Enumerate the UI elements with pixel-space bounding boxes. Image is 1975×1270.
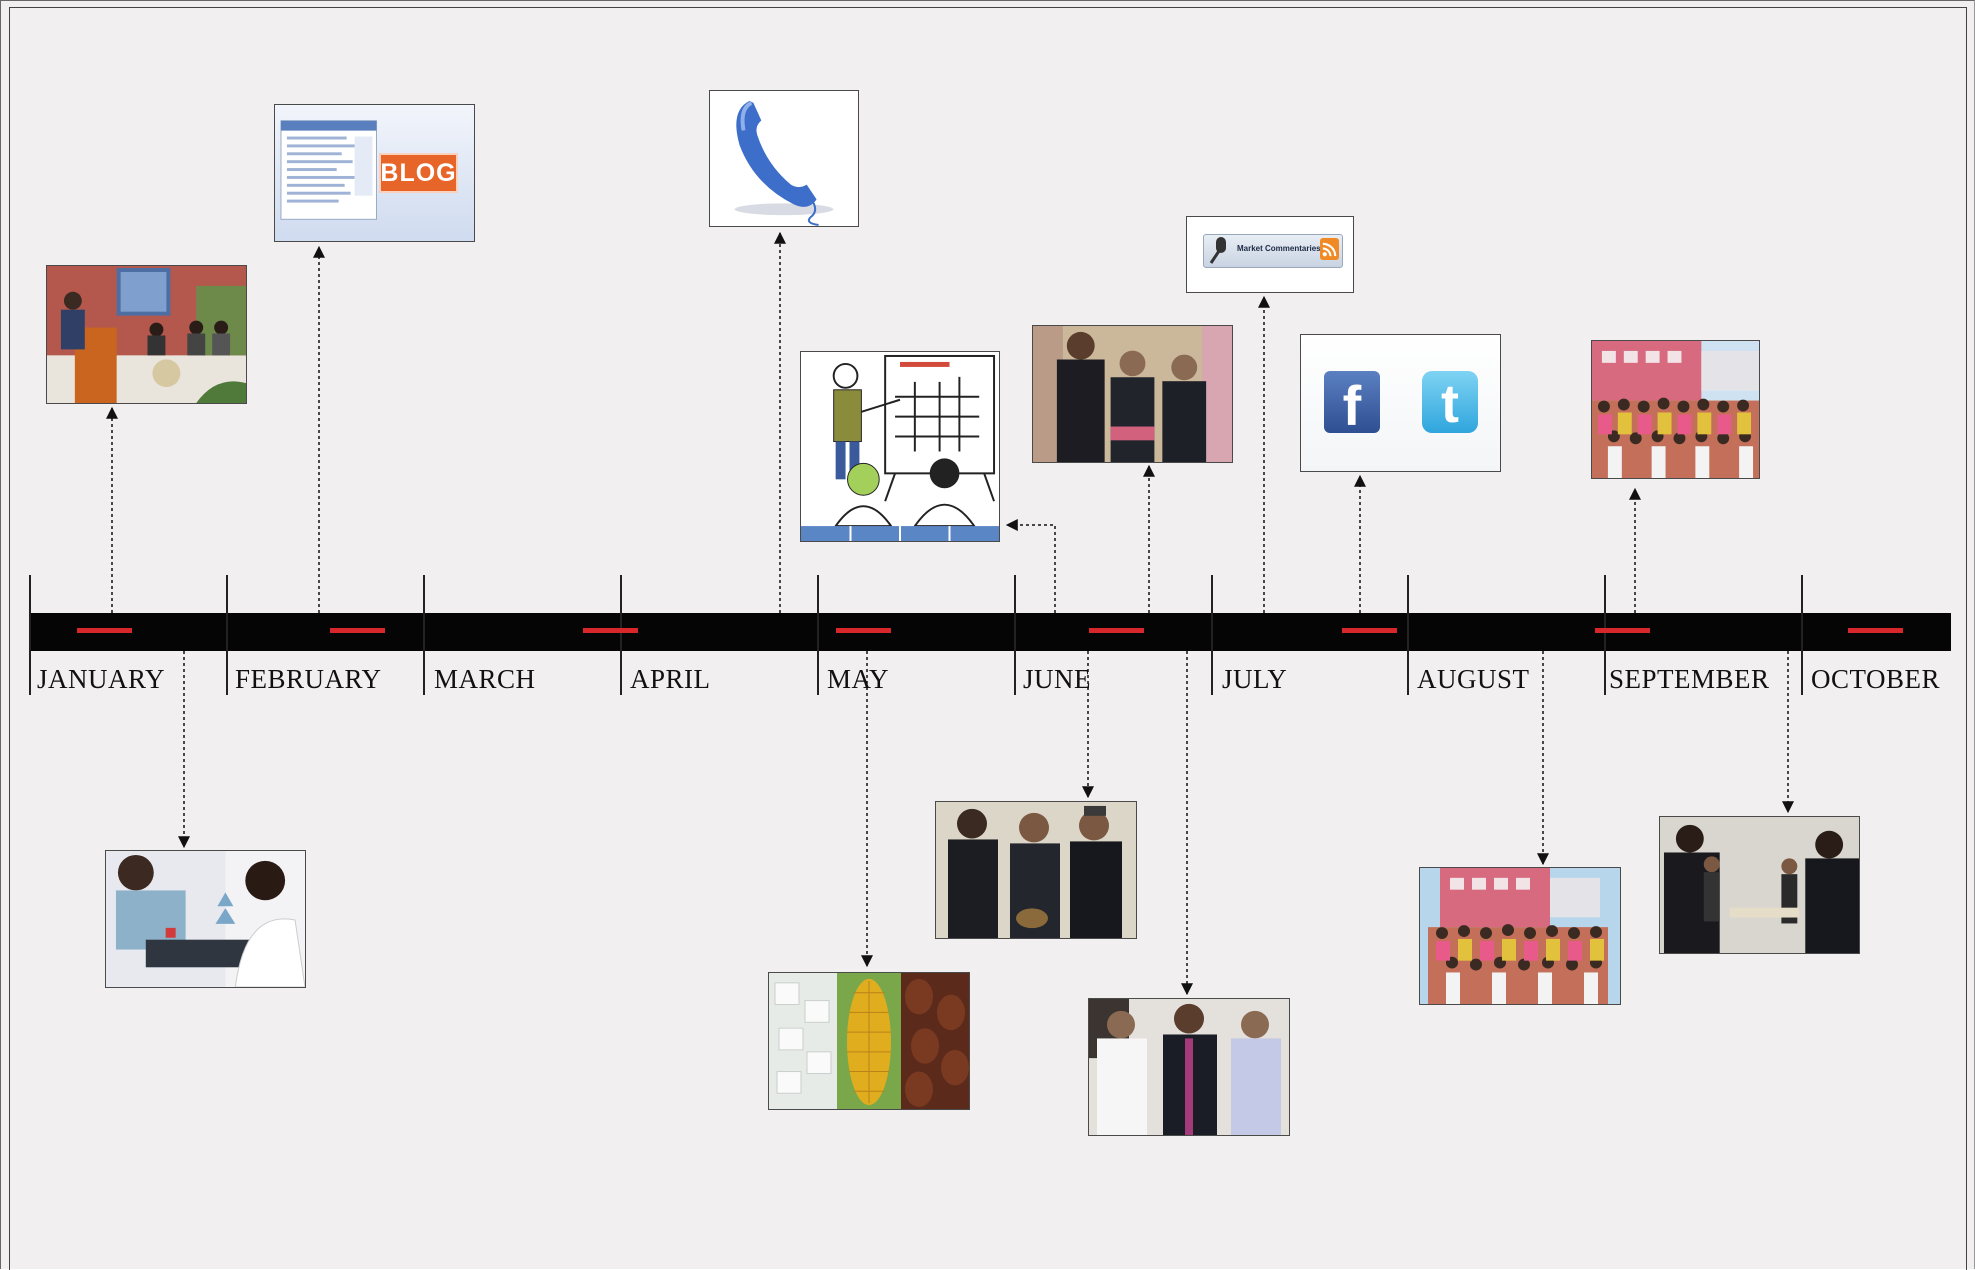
- month-marker: [77, 628, 132, 633]
- month-marker: [836, 628, 891, 633]
- month-label-february: FEBRUARY: [235, 664, 382, 694]
- award-photo-june: [1032, 325, 1233, 463]
- timeline-bar: [29, 613, 1951, 651]
- month-divider: [817, 575, 819, 695]
- month-label-october: OCTOBER: [1811, 664, 1941, 694]
- month-marker: [1848, 628, 1903, 633]
- month-marker: [1089, 628, 1144, 633]
- phone-thumbnail: [709, 90, 859, 227]
- month-divider: [1604, 575, 1606, 695]
- month-divider: [423, 575, 425, 695]
- officials-photo-june: [935, 801, 1137, 939]
- month-marker: [1342, 628, 1397, 633]
- team-photo-june: [1088, 998, 1290, 1136]
- month-divider: [1211, 575, 1213, 695]
- twitter-icon: t: [1422, 371, 1478, 434]
- market-commentaries-label: Market Commentaries: [1237, 244, 1321, 253]
- facebook-icon: f: [1324, 371, 1380, 437]
- blog-logo: BLOG: [379, 153, 458, 193]
- month-label-march: MARCH: [434, 664, 536, 694]
- commodities-photo: [768, 972, 970, 1110]
- month-divider: [1407, 575, 1409, 695]
- month-label-january: JANUARY: [37, 664, 166, 694]
- month-marker: [1595, 628, 1650, 633]
- blood-donation-photo: [105, 850, 306, 988]
- phone-icon: [710, 91, 858, 226]
- month-label-august: AUGUST: [1417, 664, 1530, 694]
- month-label-june: JUNE: [1023, 664, 1091, 694]
- microphone-icon: [1209, 237, 1226, 264]
- month-divider: [620, 575, 622, 695]
- presentation-illustration: [800, 351, 1000, 542]
- rss-icon: [1320, 238, 1339, 260]
- handshake-photo: [1659, 816, 1860, 954]
- canvas-frame: [9, 7, 1967, 1270]
- month-divider: [1801, 575, 1803, 695]
- month-label-july: JULY: [1222, 664, 1288, 694]
- group-photo-august: [1419, 867, 1621, 1005]
- month-label-april: APRIL: [630, 664, 711, 694]
- month-marker: [330, 628, 385, 633]
- group-photo-september: [1591, 340, 1760, 479]
- month-divider: [29, 575, 31, 695]
- month-divider: [226, 575, 228, 695]
- month-label-may: MAY: [827, 664, 890, 694]
- market-commentaries-banner: Market Commentaries: [1186, 216, 1354, 293]
- month-divider: [1014, 575, 1016, 695]
- social-media-thumbnail: f t: [1300, 334, 1501, 472]
- month-label-september: SEPTEMBER: [1609, 664, 1770, 694]
- month-marker: [583, 628, 638, 633]
- conference-photo: [46, 265, 247, 404]
